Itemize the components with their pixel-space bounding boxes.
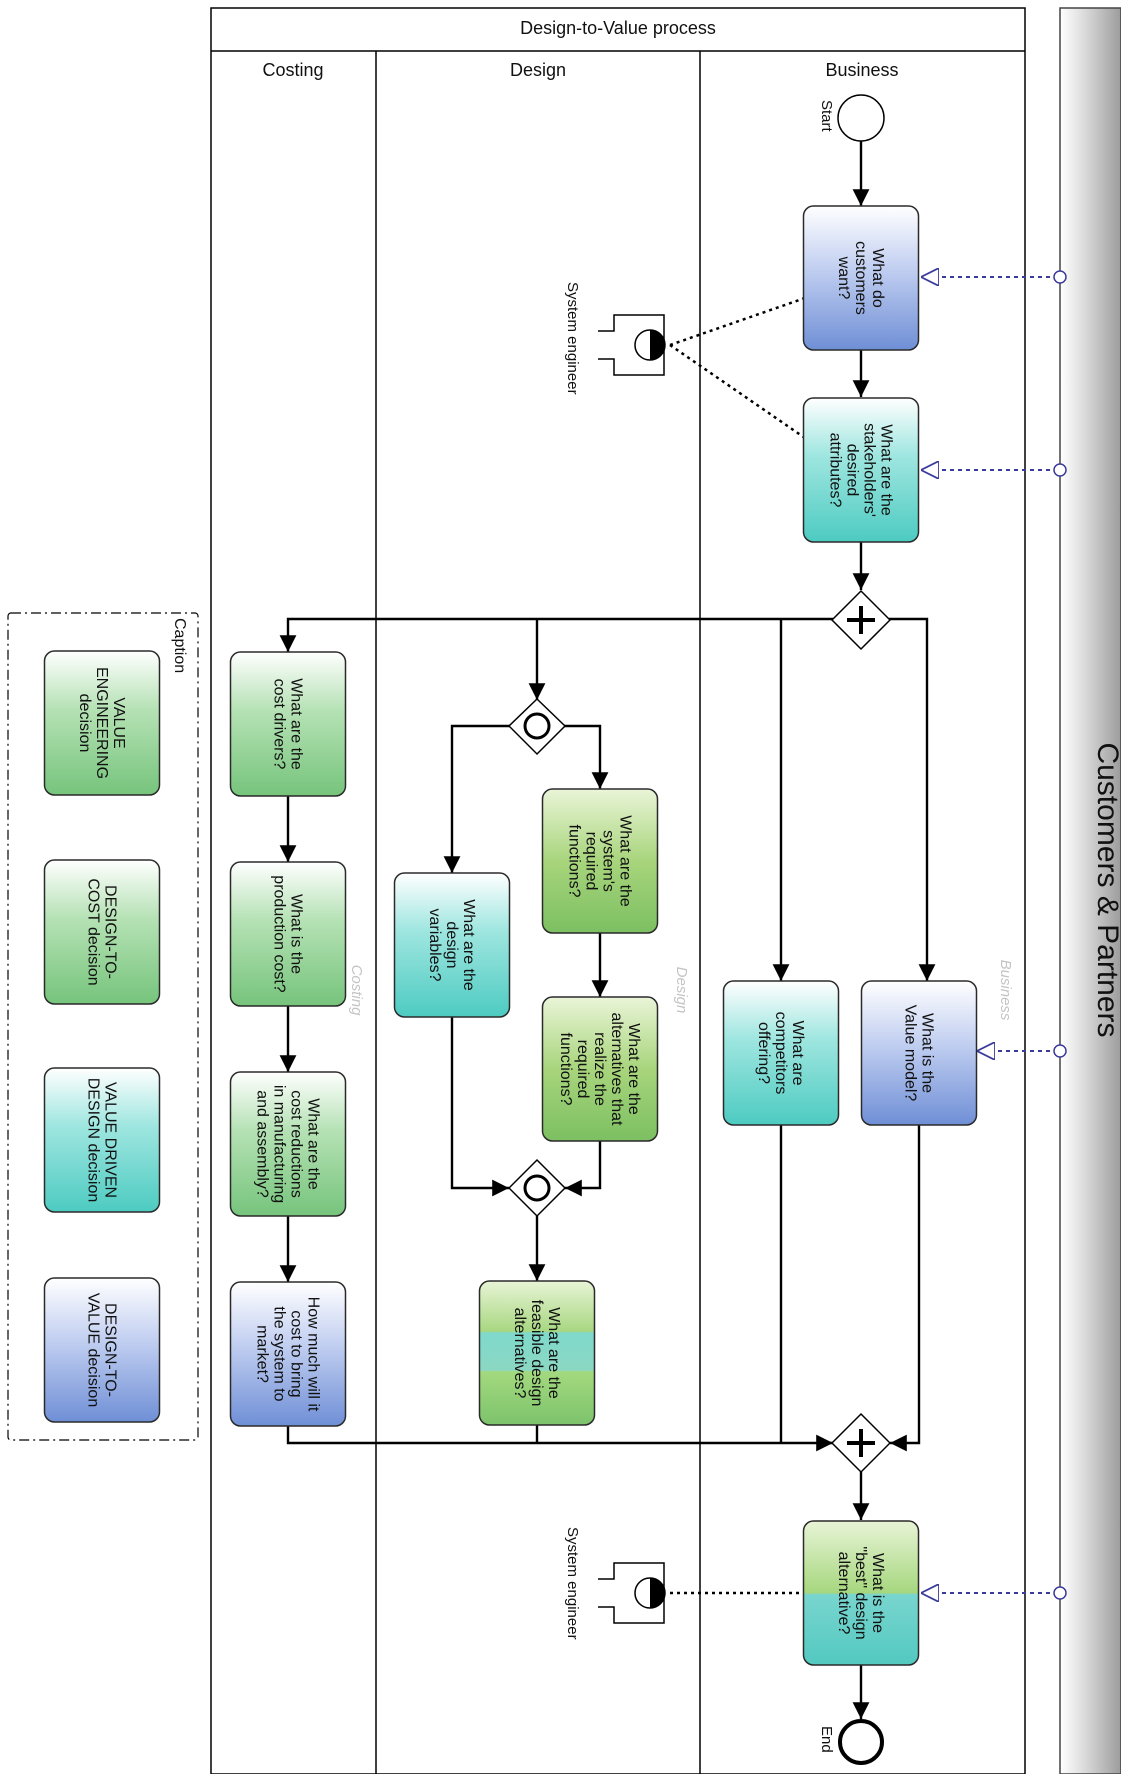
lane-label-business: Business [825,60,898,80]
end-event [838,1719,884,1765]
caption-label: VALUEENGINEERINGdecision [76,667,127,779]
caption-frame [7,612,199,1441]
task-label: What docustomerswant? [835,241,886,315]
parallel-gateway-join [830,1412,892,1474]
message-flow-sources [1053,270,1067,1600]
lane-label-costing: Costing [262,60,323,80]
caption-item: DESIGN-TO-VALUE decision [43,1277,161,1423]
task-label: What arecompetitorsoffering? [755,1012,806,1095]
caption-swatch [43,859,161,1005]
role-associations [669,296,806,1595]
task-box [229,651,347,797]
task-customers-want: What docustomerswant? [802,205,920,351]
task-label: What are thealternatives thatrealize the… [557,1013,642,1127]
task-design-variables: What are thedesignvariables? [393,872,511,1018]
task-box [722,980,840,1126]
task-box [229,861,347,1007]
system-engineer-top [597,314,666,376]
caption-label: DESIGN-TO-VALUE decision [85,1293,119,1407]
task-stakeholders: What are thestakeholders'desiredattribut… [802,397,920,543]
task-cost-reductions: What are thecost reductionsin manufactur… [229,1071,347,1217]
inclusive-gateway-split [507,697,567,756]
watermark-costing: Costing [348,965,365,1017]
lane-label-design: Design [510,60,566,80]
caption-item: DESIGN-TO-COST decision [43,859,161,1005]
process-frame [210,7,1026,1774]
task-label: What are thecost drivers? [271,678,305,770]
end-label: End [818,1726,835,1753]
task-label: What are thecost reductionsin manufactur… [254,1085,322,1203]
caption-swatch [43,650,161,796]
task-box [802,1520,920,1666]
caption-item: VALUE DRIVENDESIGN decision [43,1067,161,1213]
task-label: What are thedesignvariables? [426,899,477,991]
task-best-alternative: What is the"best" designalternative? [802,1520,920,1666]
caption-swatch [43,1277,161,1423]
task-box [229,1281,347,1427]
task-box [541,996,659,1142]
task-box [229,1071,347,1217]
task-label: What are thestakeholders'desiredattribut… [827,423,895,517]
task-box [802,397,920,543]
task-box [802,205,920,351]
watermark-business: Business [997,960,1014,1021]
caption-label: DESIGN-TO-COST decision [85,878,119,985]
engineer-top-label: System engineer [564,282,581,395]
caption-label: VALUE DRIVENDESIGN decision [85,1078,119,1203]
message-flows [921,277,1058,1593]
start-label: Start [818,100,835,133]
caption-title: Caption [171,618,188,673]
start-event [837,94,885,142]
process-title: Design-to-Value process [520,18,716,38]
task-value-model: What is theValue model? [860,980,978,1126]
task-competitors: What arecompetitorsoffering? [722,980,840,1126]
system-engineer-bottom [597,1562,666,1624]
sequence-flows [279,141,936,1719]
task-production-cost: What is theproduction cost? [229,861,347,1007]
task-box [393,872,511,1018]
parallel-gateway-split [830,589,892,651]
task-box [860,980,978,1126]
task-required-functions: What are thesystem'srequiredfunctions? [541,788,659,934]
task-label: What are thefeasible designalternatives? [511,1300,562,1407]
caption-swatch [43,1067,161,1213]
task-cost-to-market: How much will itcost to bringthe system … [229,1281,347,1427]
task-box [541,788,659,934]
watermark-design: Design [673,967,690,1014]
task-label: What is theValue model? [902,1005,936,1102]
task-box [478,1280,596,1426]
task-label: What is the"best" designalternative? [835,1546,886,1639]
task-group: What docustomerswant? What are thestakeho… [229,205,978,1666]
pool-title: Customers & Partners [1091,742,1121,1037]
inclusive-gateway-join [507,1158,567,1218]
task-feasible-alternatives: What are thefeasible designalternatives? [478,1280,596,1426]
caption-item: VALUEENGINEERINGdecision [43,650,161,796]
task-realize-alternatives: What are thealternatives thatrealize the… [541,996,659,1142]
task-label: What are thesystem'srequiredfunctions? [566,815,634,907]
task-label: What is theproduction cost? [271,875,305,993]
task-cost-drivers: What are thecost drivers? [229,651,347,797]
engineer-bottom-label: System engineer [564,1527,581,1640]
customers-pool [1059,7,1121,1774]
task-label: How much will itcost to bringthe system … [254,1297,322,1412]
